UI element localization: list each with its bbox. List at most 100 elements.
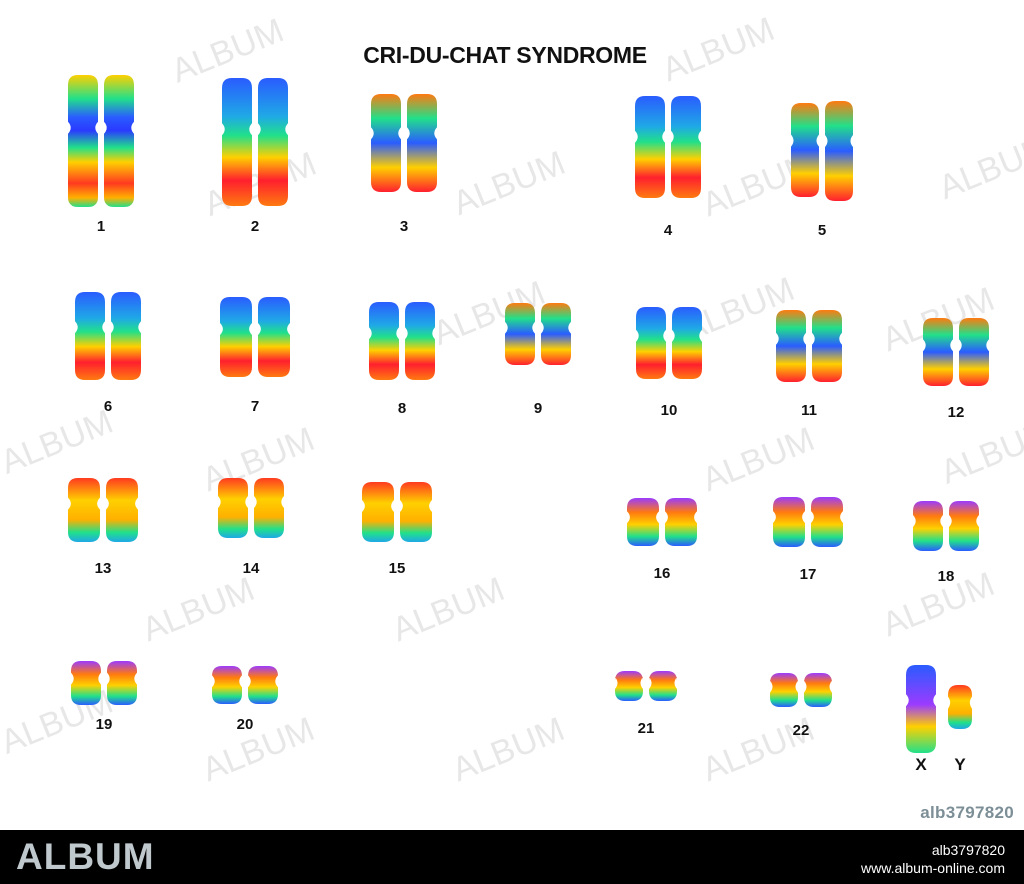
chromatid-10-2 [672, 307, 702, 379]
image-reference-id: alb3797820 [920, 803, 1014, 822]
footer-image-id: alb3797820 [931, 842, 1005, 858]
chromatid-19-1 [71, 661, 101, 705]
chromosome-label-17: 17 [799, 566, 817, 583]
watermark-text: ALBUM [137, 570, 260, 649]
chromatid-9-1 [505, 303, 535, 365]
chromatid-8-1 [369, 302, 399, 380]
chromatid-4-2 [671, 96, 701, 198]
chromatid-13-1 [68, 478, 100, 542]
chromatid-14-2 [254, 478, 284, 538]
chromosome-pairs [68, 75, 989, 753]
chromosome-pair-19 [71, 661, 137, 705]
chromatid-6-2 [111, 292, 141, 380]
chromosome-label-x: X [915, 755, 927, 774]
chromosome-label-20: 20 [236, 716, 254, 733]
chromatid-22-1 [770, 673, 798, 707]
chromatid-3-1 [371, 94, 401, 192]
brand-logo: ALBUM [16, 836, 155, 877]
chromatid-18-1 [913, 501, 943, 551]
chromatid-10-1 [636, 307, 666, 379]
chromatid-1-1 [68, 75, 98, 207]
watermark-text: ALBUM [935, 413, 1024, 492]
chromosome-pair-6 [75, 292, 141, 380]
chromosome-pair-9 [505, 303, 571, 365]
chromatid-20-2 [248, 666, 278, 704]
chromatid-19-2 [107, 661, 137, 705]
chromatid-x-1 [906, 665, 936, 753]
chromatid-15-2 [400, 482, 432, 542]
chromosome-label-12: 12 [947, 404, 965, 421]
chromosome-pair-11 [776, 310, 842, 382]
chromatid-17-2 [811, 497, 843, 547]
chromosome-pair-y [948, 685, 972, 729]
chromosome-label-15: 15 [388, 560, 406, 577]
chromatid-2-2 [258, 78, 288, 206]
chromosome-pair-16 [627, 498, 697, 546]
watermark-text: ALBUM [387, 570, 510, 649]
chromatid-15-1 [362, 482, 394, 542]
chromosome-label-1: 1 [96, 218, 106, 235]
chromosome-label-4: 4 [663, 222, 673, 239]
chromosome-label-18: 18 [937, 568, 955, 585]
chromosome-pair-17 [773, 497, 843, 547]
chromosome-pair-4 [635, 96, 701, 198]
chromatid-14-1 [218, 478, 248, 538]
karyotype-image: ALBUM ALBUM ALBUM ALBUM ALBUM ALBUM ALBU… [0, 10, 1024, 789]
watermark-text: ALBUM [447, 710, 570, 789]
chromosome-pair-22 [770, 673, 832, 707]
chromatid-11-1 [776, 310, 806, 382]
chromosome-pair-15 [362, 482, 432, 542]
page-title: CRI-DU-CHAT SYNDROME [363, 42, 647, 68]
chromatid-8-2 [405, 302, 435, 380]
chromosome-label-21: 21 [637, 720, 655, 737]
chromatid-13-2 [106, 478, 138, 542]
chromosome-label-y: Y [954, 755, 966, 774]
chromosome-pair-7 [220, 297, 290, 377]
chromosome-label-5: 5 [817, 222, 827, 239]
chromosome-pair-20 [212, 666, 278, 704]
chromatid-3-2 [407, 94, 437, 192]
chromatid-21-1 [615, 671, 643, 701]
chromatid-22-2 [804, 673, 832, 707]
chromatid-y-1 [948, 685, 972, 729]
footer-url: www.album-online.com [861, 860, 1005, 876]
chromosome-label-10: 10 [660, 402, 678, 419]
chromosome-pair-14 [218, 478, 284, 538]
chromosome-pair-2 [222, 78, 288, 206]
watermark-text: ALBUM [697, 420, 820, 499]
chromosome-pair-3 [371, 94, 437, 192]
chromatid-12-1 [923, 318, 953, 386]
chromosome-pair-x [906, 665, 936, 753]
chromatid-16-1 [627, 498, 659, 546]
watermark-text: ALBUM [448, 144, 571, 223]
chromatid-16-2 [665, 498, 697, 546]
chromatid-5-2 [825, 101, 853, 201]
footer-bar: ALBUM alb3797820 www.album-online.com [0, 830, 1024, 884]
watermark-text: ALBUM [934, 128, 1024, 207]
chromosome-pair-1 [68, 75, 134, 207]
chromosome-label-16: 16 [653, 565, 671, 582]
chromatid-5-1 [791, 103, 819, 197]
chromatid-17-1 [773, 497, 805, 547]
chromatid-11-2 [812, 310, 842, 382]
chromosome-label-14: 14 [242, 560, 260, 577]
chromosome-label-13: 13 [94, 560, 112, 577]
chromatid-4-1 [635, 96, 665, 198]
chromosome-label-6: 6 [103, 398, 113, 415]
chromatid-7-1 [220, 297, 252, 377]
chromosome-label-7: 7 [250, 398, 260, 415]
chromatid-9-2 [541, 303, 571, 365]
chromatid-18-2 [949, 501, 979, 551]
chromatid-2-1 [222, 78, 252, 206]
chromosome-label-3: 3 [399, 218, 409, 235]
chromosome-label-19: 19 [95, 716, 113, 733]
chromosome-pair-18 [913, 501, 979, 551]
chromatid-21-2 [649, 671, 677, 701]
chromosome-pair-13 [68, 478, 138, 542]
chromatid-7-2 [258, 297, 290, 377]
chromatid-1-2 [104, 75, 134, 207]
chromosome-label-8: 8 [397, 400, 407, 417]
chromatid-12-2 [959, 318, 989, 386]
chromosome-pair-5 [791, 101, 853, 201]
chromosome-label-9: 9 [533, 400, 543, 417]
